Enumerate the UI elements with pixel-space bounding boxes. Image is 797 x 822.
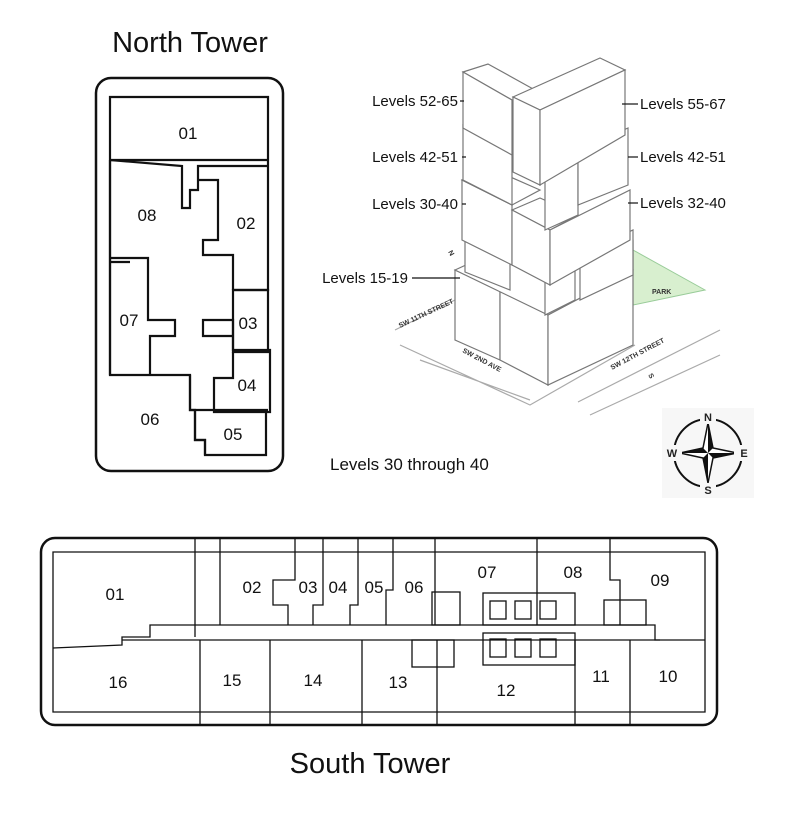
south-unit-12: 12 xyxy=(497,681,516,700)
south-unit-02: 02 xyxy=(243,578,262,597)
level-label-left-3: Levels 30-40 xyxy=(372,196,458,213)
south-unit-05: 05 xyxy=(365,578,384,597)
south-unit-10: 10 xyxy=(659,667,678,686)
south-unit-07: 07 xyxy=(478,563,497,582)
park-area xyxy=(632,249,707,306)
north-marker: N xyxy=(446,250,455,258)
level-label-left-1: Levels 52-65 xyxy=(372,93,458,110)
north-unit-02: 02 xyxy=(237,214,256,233)
park-label: PARK xyxy=(652,289,671,296)
level-label-right-2: Levels 42-51 xyxy=(640,149,726,166)
south-unit-09: 09 xyxy=(651,571,670,590)
south-unit-06: 06 xyxy=(405,578,424,597)
north-unit-06: 06 xyxy=(141,410,160,429)
south-unit-04: 04 xyxy=(329,578,348,597)
south-unit-16: 16 xyxy=(109,673,128,692)
north-tower-plan xyxy=(108,95,272,457)
level-label-right-3: Levels 32-40 xyxy=(640,195,726,212)
south-unit-03: 03 xyxy=(299,578,318,597)
south-unit-14: 14 xyxy=(304,671,323,690)
north-unit-08: 08 xyxy=(138,206,157,225)
compass-n: N xyxy=(704,412,712,424)
levels-caption: Levels 30 through 40 xyxy=(330,455,489,474)
level-label-left-4: Levels 15-19 xyxy=(322,270,408,287)
north-unit-03: 03 xyxy=(239,314,258,333)
compass-e: E xyxy=(740,448,747,460)
north-unit-07: 07 xyxy=(120,311,139,330)
compass-w: W xyxy=(667,448,678,460)
south-marker: S xyxy=(646,373,655,381)
south-unit-15: 15 xyxy=(223,671,242,690)
north-tower-title: North Tower xyxy=(112,27,268,59)
level-leader-lines xyxy=(412,100,638,279)
north-unit-01: 01 xyxy=(179,124,198,143)
south-unit-01: 01 xyxy=(106,585,125,604)
building-illustration xyxy=(394,57,721,416)
level-label-left-2: Levels 42-51 xyxy=(372,149,458,166)
south-unit-11: 11 xyxy=(592,667,610,686)
north-tower-outline xyxy=(94,76,285,473)
north-unit-05: 05 xyxy=(224,425,243,444)
south-unit-13: 13 xyxy=(389,673,408,692)
south-tower-outline xyxy=(39,536,719,727)
south-unit-08: 08 xyxy=(564,563,583,582)
north-unit-04: 04 xyxy=(238,376,257,395)
level-label-right-1: Levels 55-67 xyxy=(640,96,726,113)
south-tower-plan xyxy=(52,538,706,725)
south-tower-title: South Tower xyxy=(290,748,451,780)
compass-s: S xyxy=(704,485,711,497)
street-label-sw-11th: SW 11TH STREET xyxy=(398,298,456,330)
compass-icon xyxy=(662,408,754,498)
